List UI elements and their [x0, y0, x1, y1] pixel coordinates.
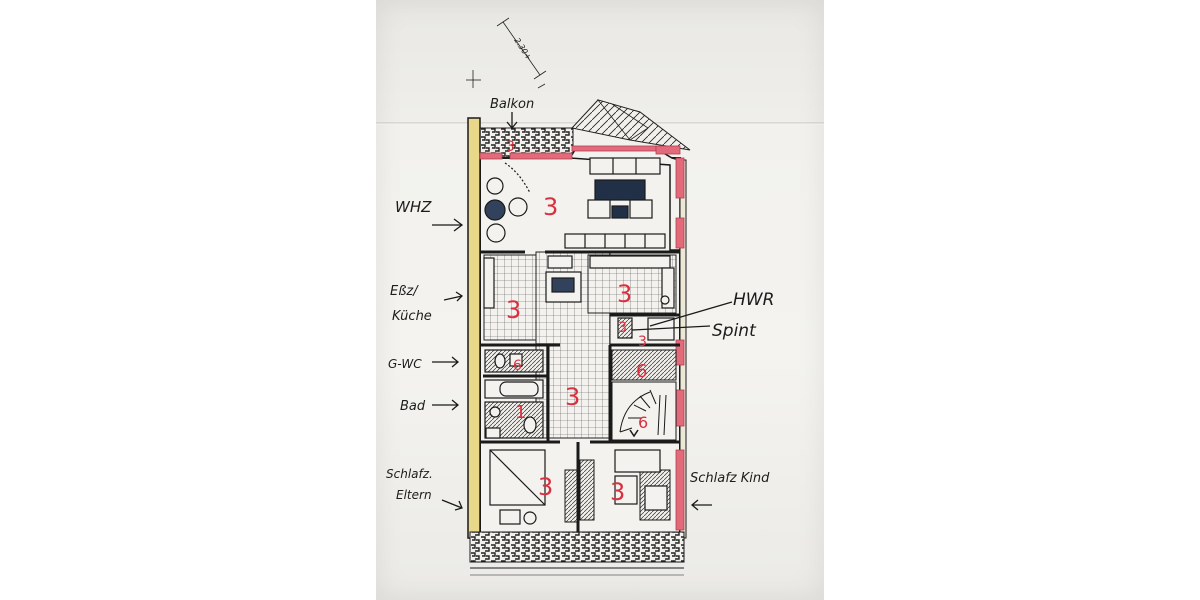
interior-walls: [480, 250, 680, 532]
staircase: [611, 349, 677, 441]
arrow-schlafz-kind: [690, 499, 712, 511]
room-number-flur: 3: [565, 383, 580, 411]
bathroom-fixtures: [484, 349, 544, 439]
dimension-label: 2.30+: [512, 36, 533, 61]
label-esszimmer: Eßz/: [390, 284, 419, 299]
label-schlafz-eltern-2: Eltern: [396, 488, 432, 502]
roof-overhang: [571, 99, 691, 151]
arrow-esszimmer: [443, 291, 464, 302]
room-number-schlafz-kind: 3: [610, 478, 625, 506]
room-number-kueche: 3: [617, 280, 632, 308]
arrow-bad: [432, 399, 460, 411]
dimension-marks: [466, 17, 547, 89]
label-gwc: G-WC: [388, 357, 422, 371]
label-bad: Bad: [400, 399, 426, 414]
foundation: [469, 531, 685, 576]
room-number-gwc: 6: [513, 358, 522, 374]
arrow-hwr: [649, 301, 733, 327]
arrow-gwc: [432, 356, 460, 368]
arrow-spint: [631, 325, 711, 331]
room-number-balkon: 3: [506, 139, 515, 155]
arrow-whz: [432, 218, 464, 232]
bedroom-furniture: [489, 449, 668, 525]
arrow-schlafz-eltern: [441, 499, 463, 511]
arrow-balkon: [506, 112, 518, 130]
room-number-whz: 3: [543, 193, 558, 221]
room-number-esszimmer: 3: [506, 296, 521, 324]
room-number-spint: 3: [638, 334, 647, 350]
insulation-strips: [479, 145, 685, 531]
label-spint: Spint: [712, 321, 757, 341]
label-schlafz-kind: Schlafz Kind: [690, 471, 770, 486]
outer-wall-left: [467, 117, 481, 539]
room-number-bad: 1: [515, 402, 526, 423]
room-number-stairs: 6: [638, 413, 648, 432]
room-number-schlafz-eltern: 3: [538, 473, 553, 501]
room-number-landing: 6: [636, 361, 647, 382]
label-schlafz-eltern-1: Schlafz.: [386, 467, 433, 481]
living-room-furniture: [484, 157, 666, 249]
label-balkon: Balkon: [490, 97, 534, 112]
label-whz: WHZ: [395, 198, 432, 216]
label-kueche: Küche: [392, 309, 432, 324]
label-hwr: HWR: [733, 290, 774, 310]
room-number-hwr: 3: [618, 320, 627, 336]
